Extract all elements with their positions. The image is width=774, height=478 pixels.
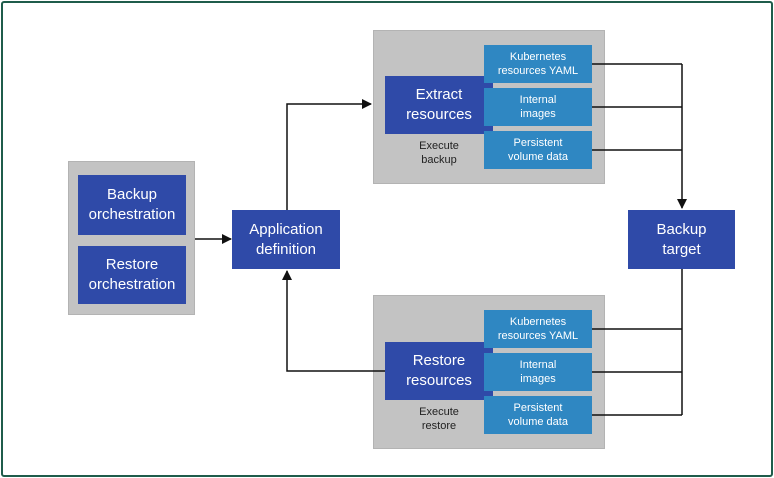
restore-orchestration-box: Restore orchestration [78, 246, 186, 304]
backup-internal-images-box: Internal images [484, 88, 592, 126]
backup-target-label: Backup target [656, 220, 707, 258]
restore-internal-images-box: Internal images [484, 353, 592, 391]
application-definition-label: Application definition [249, 220, 323, 258]
arrow-restore-to-appdef [282, 270, 385, 372]
restore-resources-label: Restore resources [406, 352, 472, 389]
backup-internal-images-label: Internal images [519, 94, 557, 120]
restore-persistent-volume-label: Persistent volume data [508, 402, 568, 428]
extract-resources-label: Extract resources [406, 86, 472, 123]
restore-resources-box: Restore resources [385, 342, 493, 400]
execute-restore-caption: Execute restore [419, 406, 459, 432]
backup-target-box: Backup target [628, 210, 735, 269]
restore-internal-images-label: Internal images [519, 359, 557, 385]
backup-k8s-yaml-box: Kubernetes resources YAML [484, 45, 592, 83]
restore-persistent-volume-box: Persistent volume data [484, 396, 592, 434]
backup-k8s-yaml-label: Kubernetes resources YAML [497, 51, 579, 77]
arrow-appdef-to-extract [286, 99, 372, 210]
restore-k8s-yaml-label: Kubernetes resources YAML [497, 316, 579, 342]
backup-orchestration-label: Backup orchestration [88, 186, 176, 223]
application-definition-box: Application definition [232, 210, 340, 269]
extract-resources-box: Extract resources [385, 76, 493, 134]
restore-k8s-yaml-box: Kubernetes resources YAML [484, 310, 592, 348]
restore-orchestration-label: Restore orchestration [88, 256, 176, 293]
backup-persistent-volume-box: Persistent volume data [484, 131, 592, 169]
backup-persistent-volume-label: Persistent volume data [508, 137, 568, 163]
backup-orchestration-box: Backup orchestration [78, 175, 186, 235]
execute-backup-caption: Execute backup [419, 140, 459, 166]
